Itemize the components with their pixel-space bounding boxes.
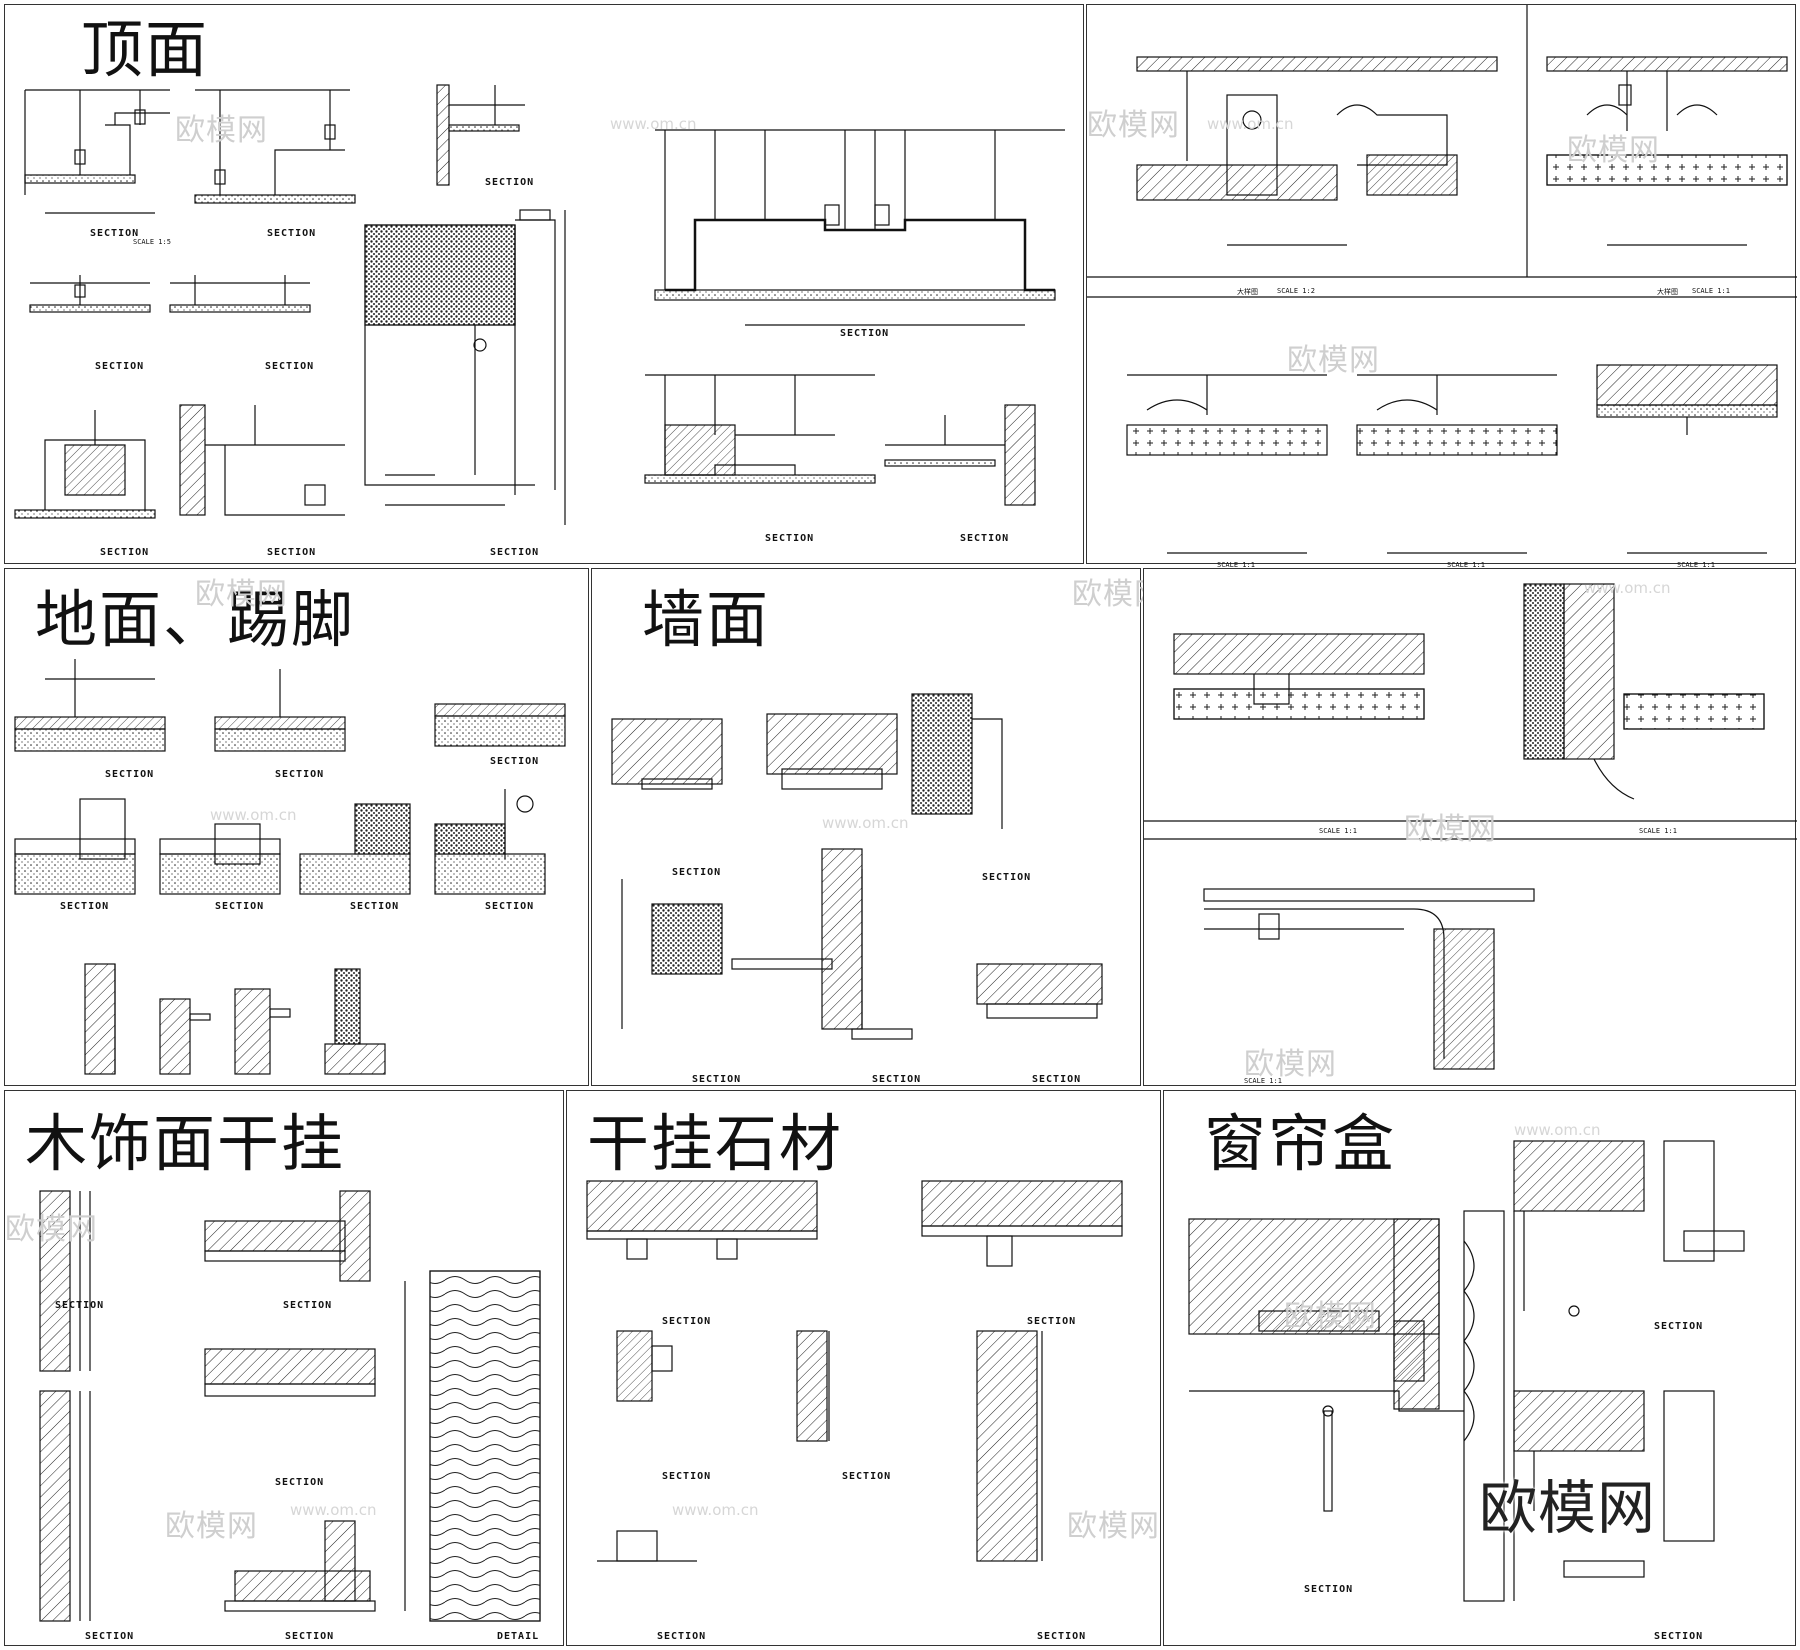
- sheet-wall: 墙面 SECTION SECTION SECTION SECTION SECTI…: [591, 568, 1164, 1086]
- sheet-title-stone: 干挂石材: [587, 1107, 844, 1180]
- wood-section-e: SECTION: [285, 1631, 335, 1642]
- ceiling-scale-label-a: SCALE 1:5: [133, 238, 171, 246]
- wall-section-b: SECTION: [982, 872, 1032, 883]
- stone-drawings: [586, 1180, 1123, 1562]
- sheet-wood: 木饰面干挂 SECTION SECTION SECTION SECTION SE…: [4, 1090, 564, 1646]
- stone-section-b: SECTION: [1027, 1316, 1077, 1327]
- ceiling-nodes-drawings: [1087, 5, 1797, 554]
- node-scale-b: SCALE 1:1: [1692, 287, 1730, 295]
- ceiling-section-label-h: SECTION: [490, 547, 540, 558]
- ceiling-section-label-e: SECTION: [265, 361, 315, 372]
- floor-section-b: SECTION: [275, 769, 325, 780]
- ceiling-section-label-i: SECTION: [840, 328, 890, 339]
- floor-section-d: SECTION: [60, 901, 110, 912]
- sheet-stone: 干挂石材 SECTION SECTION SECTION SECTION SEC…: [566, 1090, 1161, 1646]
- curtain-section-c: SECTION: [1654, 1631, 1704, 1642]
- sheet-title-floor: 地面、踢脚: [35, 583, 356, 656]
- sheet-wall-nodes: SCALE 1:1 SCALE 1:1 SCALE 1:1 欧模网 欧模网 ww…: [1143, 568, 1797, 1086]
- ceiling-section-label-f: SECTION: [100, 547, 150, 558]
- ceiling-section-label-c: SECTION: [485, 177, 535, 188]
- wall-section-e: SECTION: [1032, 1074, 1082, 1085]
- floor-section-c: SECTION: [490, 756, 540, 767]
- stone-section-c: SECTION: [662, 1471, 712, 1482]
- node-scale-c: SCALE 1:1: [1217, 561, 1255, 569]
- ceiling-section-label-d: SECTION: [95, 361, 145, 372]
- wood-detail-label: DETAIL: [497, 1631, 540, 1642]
- stone-section-f: SECTION: [1037, 1631, 1087, 1642]
- curtain-section-a: SECTION: [1654, 1321, 1704, 1332]
- node-sheet-a: 大样图: [1237, 288, 1258, 296]
- wood-drawings: [39, 1190, 541, 1622]
- stone-section-e: SECTION: [657, 1631, 707, 1642]
- wood-section-c: SECTION: [275, 1477, 325, 1488]
- sheet-title-wood: 木饰面干挂: [25, 1107, 346, 1180]
- ceiling-drawings: [14, 84, 1065, 525]
- floor-section-g: SECTION: [485, 901, 535, 912]
- sheet-curtain: 窗帘盒 SECTION SECTION SECTION 欧模网 www.om.c…: [1163, 1090, 1796, 1646]
- floor-section-e: SECTION: [215, 901, 265, 912]
- ceiling-section-label-k: SECTION: [960, 533, 1010, 544]
- wall-node-scale-b: SCALE 1:1: [1639, 827, 1677, 835]
- curtain-drawings: [1188, 1140, 1745, 1602]
- sheet-title-curtain: 窗帘盒: [1204, 1107, 1397, 1180]
- wall-section-d: SECTION: [872, 1074, 922, 1085]
- wall-node-scale-c: SCALE 1:1: [1244, 1077, 1282, 1085]
- node-scale-e: SCALE 1:1: [1677, 561, 1715, 569]
- floor-section-f: SECTION: [350, 901, 400, 912]
- stone-section-a: SECTION: [662, 1316, 712, 1327]
- wall-section-a: SECTION: [672, 867, 722, 878]
- ceiling-section-label-a: SECTION: [90, 228, 140, 239]
- brand-watermark: 欧模网: [1479, 1474, 1657, 1542]
- sheet-floor: 地面、踢脚 SECTION SECTION SECTION SECTION SE…: [4, 568, 589, 1086]
- wall-node-scale-a: SCALE 1:1: [1319, 827, 1357, 835]
- stone-section-d: SECTION: [842, 1471, 892, 1482]
- floor-drawings: [14, 659, 566, 1075]
- ceiling-section-label-j: SECTION: [765, 533, 815, 544]
- wall-nodes-drawings: [1144, 583, 1797, 1070]
- floor-section-a: SECTION: [105, 769, 155, 780]
- wall-drawings: [611, 693, 1103, 1040]
- node-scale-d: SCALE 1:1: [1447, 561, 1485, 569]
- curtain-section-b: SECTION: [1304, 1584, 1354, 1595]
- ceiling-section-label-b: SECTION: [267, 228, 317, 239]
- node-scale-a: SCALE 1:2: [1277, 287, 1315, 295]
- ceiling-section-label-g: SECTION: [267, 547, 317, 558]
- sheet-ceiling: 顶面: [4, 4, 1084, 564]
- wall-section-c: SECTION: [692, 1074, 742, 1085]
- sheet-title-ceiling: 顶面: [81, 13, 210, 86]
- sheet-title-wall: 墙面: [642, 583, 771, 656]
- sheet-ceiling-nodes: SCALE 1:2 大样图 SCALE 1:1 大样图 SCALE 1:1 SC…: [1086, 4, 1797, 569]
- wood-section-b: SECTION: [283, 1300, 333, 1311]
- wood-section-d: SECTION: [85, 1631, 135, 1642]
- wood-section-a: SECTION: [55, 1300, 105, 1311]
- node-sheet-b: 大样图: [1657, 288, 1678, 296]
